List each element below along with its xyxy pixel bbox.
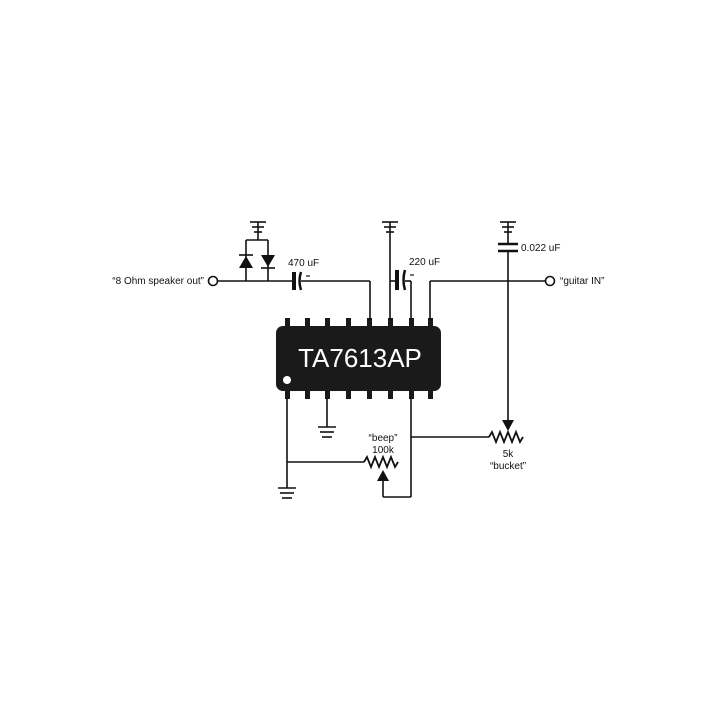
- guitar-in-label: “guitar IN”: [560, 276, 604, 287]
- bucket-name-label: “bucket”: [490, 461, 526, 472]
- ic-label: TA7613AP: [298, 343, 422, 373]
- beep-wiper-arrow-icon: [377, 470, 389, 481]
- guitar-in-terminal[interactable]: [544, 275, 556, 287]
- bucket-wiper-arrow-icon: [502, 420, 514, 431]
- capacitor-220uf-label: 220 uF: [409, 257, 440, 268]
- bucket-potentiometer[interactable]: 5k “bucket”: [410, 398, 526, 472]
- speaker-out-terminal[interactable]: [207, 275, 219, 287]
- capacitor-220uf: [395, 269, 414, 291]
- guitar-in-section: “guitar IN” 0.022 uF: [429, 221, 604, 431]
- capacitor-0022uf: [498, 242, 518, 253]
- ground-icon: [278, 487, 296, 499]
- ground-icon: [250, 221, 266, 233]
- beep-name-label: “beep”: [369, 433, 398, 444]
- diode-pair: [239, 221, 275, 281]
- capacitor-470uf-label: 470 uF: [288, 258, 319, 269]
- ground-icon: [500, 221, 516, 233]
- ground-icon: [318, 426, 336, 438]
- pin-ground: [318, 398, 336, 438]
- capacitor-220uf-section: 220 uF: [382, 221, 440, 320]
- ic-bottom-pins: [285, 389, 433, 399]
- beep-potentiometer[interactable]: “beep” 100k: [278, 398, 412, 499]
- speaker-out-label: “8 Ohm speaker out”: [112, 276, 204, 287]
- speaker-out-section: “8 Ohm speaker out” 470 uF: [112, 258, 371, 320]
- diode-left-icon: [239, 256, 253, 268]
- beep-resistor-icon: [363, 454, 399, 470]
- ic-body: [276, 326, 441, 391]
- bucket-resistor-icon: [488, 429, 524, 445]
- ic-top-pins: [285, 318, 433, 328]
- capacitor-0022uf-label: 0.022 uF: [521, 243, 560, 254]
- beep-value-label: 100k: [372, 445, 395, 456]
- capacitor-470uf: [292, 271, 310, 291]
- bucket-value-label: 5k: [503, 449, 515, 460]
- ground-icon: [382, 221, 398, 233]
- ic-pin1-dot: [283, 376, 291, 384]
- diode-right-icon: [261, 255, 275, 267]
- ic-chip: TA7613AP: [276, 318, 441, 399]
